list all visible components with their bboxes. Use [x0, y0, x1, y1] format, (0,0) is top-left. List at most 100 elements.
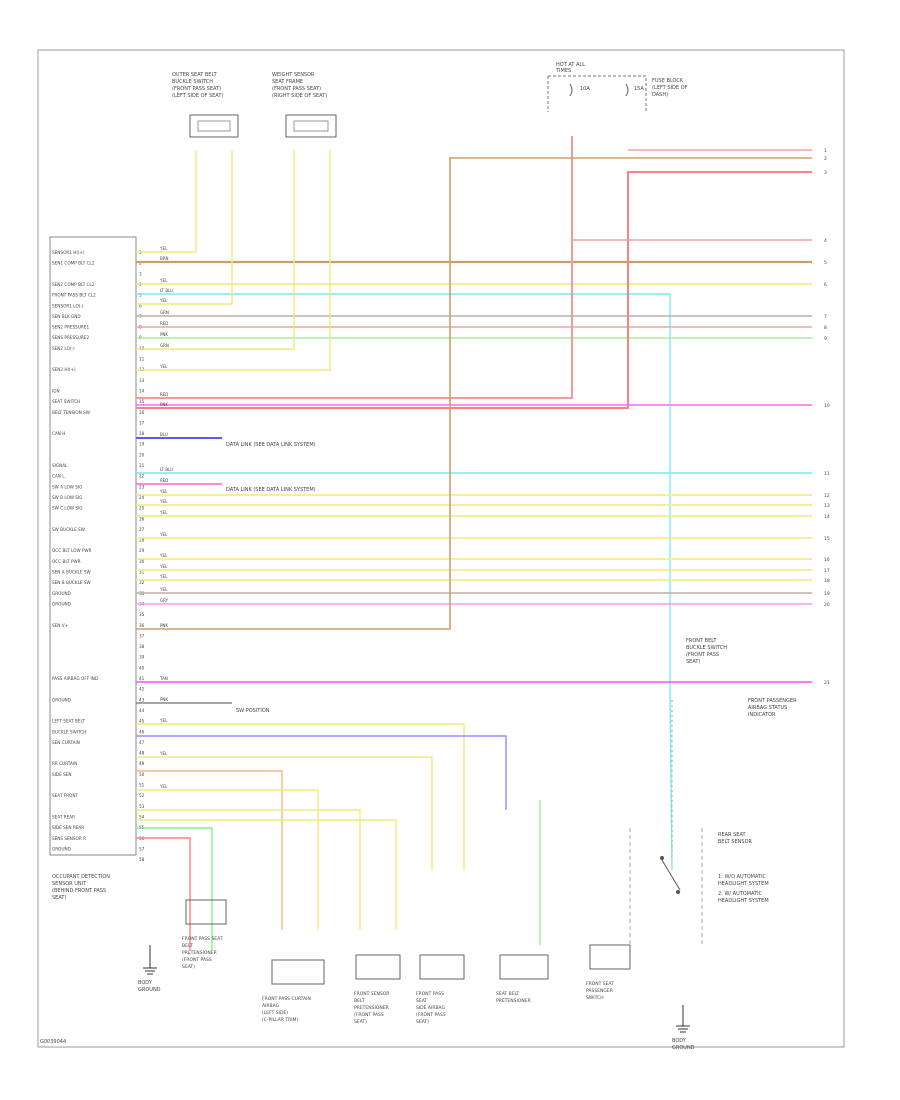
- pin-number: 22: [139, 474, 145, 479]
- svg-text:BUCKLE SWITCH: BUCKLE SWITCH: [172, 79, 213, 85]
- right-ref: 1: [824, 148, 827, 154]
- wire-label: LT BLU: [160, 467, 173, 472]
- pin-number: 40: [139, 665, 145, 670]
- svg-text:(FRONT PASS: (FRONT PASS: [182, 957, 212, 963]
- svg-text:HOT AT ALL: HOT AT ALL: [556, 62, 585, 68]
- pin-label: SEAT SWITCH: [52, 399, 80, 404]
- pin-number: 5: [139, 293, 142, 298]
- svg-text:(C-PILLAR TRIM): (C-PILLAR TRIM): [262, 1017, 298, 1023]
- pin-number: 45: [139, 719, 145, 724]
- svg-text:(LEFT SIDE OF SEAT): (LEFT SIDE OF SEAT): [172, 93, 223, 99]
- svg-text:FUSE BLOCK: FUSE BLOCK: [652, 78, 684, 84]
- svg-text:INDICATOR: INDICATOR: [748, 712, 776, 718]
- svg-text:SIDE AIRBAG: SIDE AIRBAG: [416, 1005, 446, 1011]
- wire-label: GRN: [160, 310, 169, 315]
- pin-number: 20: [139, 452, 145, 457]
- svg-text:HEADLIGHT SYSTEM: HEADLIGHT SYSTEM: [718, 898, 769, 904]
- wire-label: YEL: [159, 587, 168, 592]
- svg-text:BELT SENSOR: BELT SENSOR: [718, 839, 753, 845]
- svg-text:(LEFT SIDE): (LEFT SIDE): [262, 1010, 288, 1016]
- svg-text:2: W/ AUTOMATIC: 2: W/ AUTOMATIC: [718, 891, 763, 897]
- pin-number: 11: [139, 357, 145, 362]
- svg-text:SEAT): SEAT): [354, 1019, 367, 1025]
- pin-label: GROUND: [52, 697, 71, 702]
- module-name-4: SEAT): [52, 895, 66, 901]
- wire-1: [136, 150, 197, 253]
- svg-text:15A: 15A: [634, 86, 644, 92]
- wire-label: LT BLU: [160, 288, 173, 293]
- pin-label: SENSOR1 HI(+): [52, 250, 85, 255]
- right-ref: 4: [824, 238, 827, 244]
- wire-label: YEL: [159, 489, 168, 494]
- pin-number: 37: [139, 633, 145, 638]
- wire-label: RED: [160, 321, 168, 326]
- diagram-border: [37, 49, 845, 1048]
- module-pin-numbers: 1234567891011121314151617181920212223242…: [139, 250, 145, 862]
- wire-label: RED: [160, 478, 168, 483]
- pin-label: GROUND: [52, 591, 71, 596]
- wire-label: BRN: [160, 256, 169, 261]
- pin-number: 57: [139, 846, 145, 851]
- pin-number: 30: [139, 559, 145, 564]
- pin-number: 31: [139, 570, 145, 575]
- svg-text:FRONT PASSENGER: FRONT PASSENGER: [748, 698, 797, 704]
- wire-37: [136, 837, 191, 950]
- pin-number: 32: [139, 580, 145, 585]
- right-ref: 9: [824, 336, 827, 342]
- pin-label: SW A LOW SIG: [52, 484, 82, 489]
- pin-label: SEN2 HI(+): [52, 367, 76, 372]
- pin-label: CAN H: [52, 431, 65, 436]
- pin-number: 2: [139, 261, 142, 266]
- pin-label: SEAT FRONT: [52, 793, 78, 798]
- svg-text:PRETENSIONER: PRETENSIONER: [182, 950, 217, 956]
- pin-number: 21: [139, 463, 145, 468]
- svg-text:SEAT): SEAT): [182, 964, 195, 970]
- wire-29: [136, 723, 465, 870]
- wire-35: [136, 819, 397, 930]
- wire-30: [136, 735, 507, 810]
- wire-label: PNK: [160, 697, 168, 702]
- pin-label: OCC BLT LOW PWR: [52, 548, 92, 553]
- fuse-block: HOT AT ALL TIMES 10A 15A FUSE BLOCK (LEF…: [547, 62, 688, 112]
- wire-label: YEL: [159, 564, 168, 569]
- wire-label: YEL: [159, 574, 168, 579]
- svg-text:(FRONT PASS: (FRONT PASS: [416, 1012, 446, 1018]
- pin-number: 52: [139, 793, 145, 798]
- right-ref: 12: [824, 493, 830, 499]
- pin-number: 51: [139, 783, 145, 788]
- pin-label: GROUND: [52, 846, 71, 851]
- wire-label: YEL: [159, 298, 168, 303]
- pin-number: 46: [139, 729, 145, 734]
- module-box: [49, 236, 137, 856]
- svg-text:SEAT: SEAT: [416, 998, 427, 1004]
- sw-pos-note: SW POSITION: [236, 708, 270, 714]
- svg-text:GROUND: GROUND: [138, 987, 161, 993]
- pin-label: SW BUCKLE SW: [52, 527, 85, 532]
- pin-number: 19: [139, 442, 145, 447]
- can-l-note: DATA LINK (SEE DATA LINK SYSTEM): [226, 487, 316, 493]
- wire-label: YEL: [159, 499, 168, 504]
- pin-number: 13: [139, 378, 145, 383]
- wire-4: [136, 293, 673, 871]
- wire-label: PNK: [160, 332, 168, 337]
- right-ref: 11: [824, 471, 830, 477]
- pin-number: 35: [139, 612, 145, 617]
- svg-text:GROUND: GROUND: [672, 1045, 695, 1051]
- svg-text:SWITCH: SWITCH: [586, 995, 604, 1001]
- pin-number: 24: [139, 495, 145, 500]
- pin-number: 44: [139, 708, 145, 713]
- top-sensor-right: WEIGHT SENSOR SEAT FRAME (FRONT PASS SEA…: [272, 72, 337, 138]
- pin-label: RR CURTAIN: [52, 761, 77, 766]
- right-ref: 7: [824, 314, 827, 320]
- wire-11: [136, 136, 573, 399]
- svg-text:FRONT PASS: FRONT PASS: [416, 991, 444, 997]
- right-ref: 21: [824, 680, 830, 686]
- svg-text:10A: 10A: [580, 86, 590, 92]
- pin-number: 15: [139, 399, 145, 404]
